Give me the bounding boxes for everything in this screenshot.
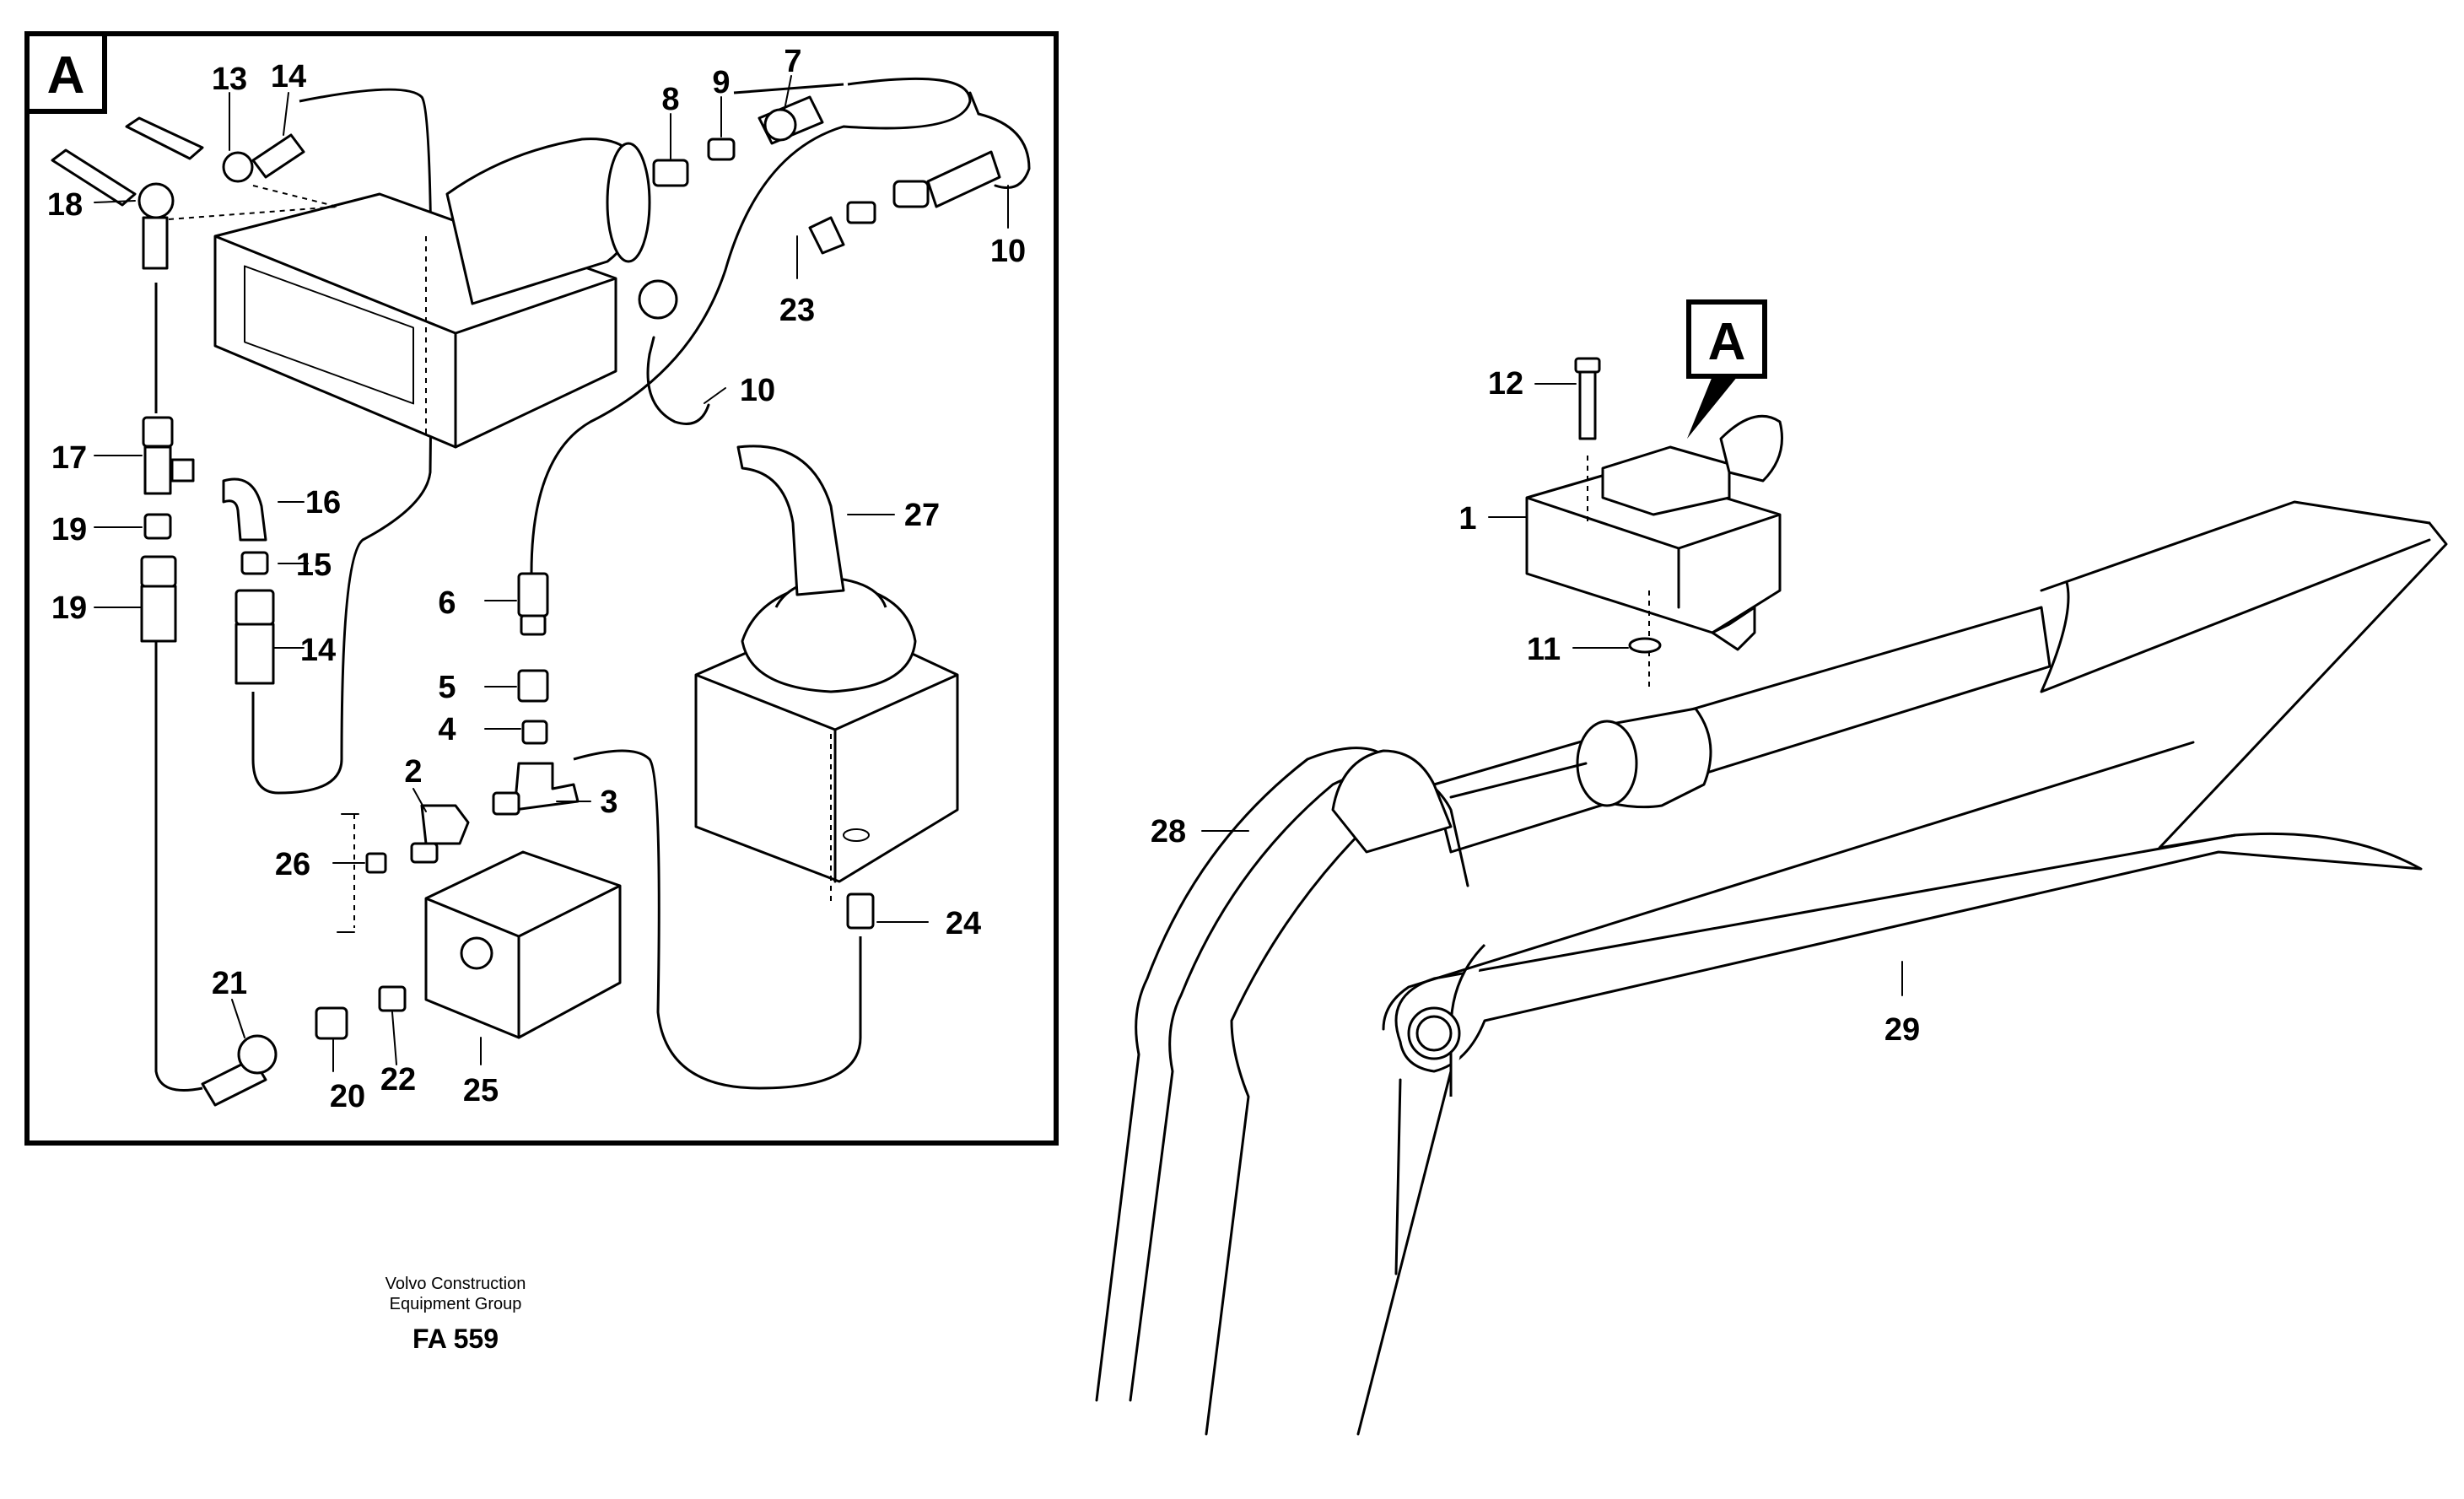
bolt-13 — [125, 116, 305, 183]
callout-10-bottom: 10 — [740, 373, 775, 408]
fittings-20-21-22 — [201, 985, 407, 1107]
callout-4: 4 — [438, 712, 456, 747]
tee-2 — [337, 804, 470, 933]
bolt-18 — [51, 148, 175, 270]
callout-26: 26 — [275, 847, 310, 882]
leader-lines — [94, 75, 1903, 1072]
tee-17 — [140, 416, 195, 643]
detail-badge-label: A — [47, 46, 85, 105]
callout-16: 16 — [305, 485, 341, 520]
callout-14-bottom: 14 — [300, 633, 336, 668]
callout-27: 27 — [904, 498, 940, 533]
callout-7: 7 — [784, 44, 801, 79]
callout-10-top: 10 — [990, 234, 1026, 269]
footer-company-line2: Equipment Group — [390, 1295, 522, 1313]
callout-23: 23 — [779, 293, 815, 328]
callout-29: 29 — [1884, 1012, 1920, 1048]
callout-19-bottom: 19 — [51, 590, 87, 626]
callout-21: 21 — [212, 966, 247, 1001]
main-badge-pointer — [1687, 376, 1738, 439]
callout-15: 15 — [296, 547, 332, 583]
detail-badge-box — [24, 31, 107, 114]
callout-24: 24 — [946, 906, 981, 941]
callout-1: 1 — [1458, 501, 1476, 537]
clamp-10-lower — [646, 336, 710, 425]
callout-12: 12 — [1488, 366, 1523, 402]
valve-assembly — [168, 137, 651, 449]
callout-3: 3 — [600, 785, 617, 820]
callout-11: 11 — [1527, 632, 1561, 667]
callout-18: 18 — [47, 187, 83, 223]
block-25 — [424, 850, 622, 1039]
callout-5: 5 — [438, 670, 456, 705]
callout-13: 13 — [212, 62, 247, 97]
boom-illustration: A — [1095, 299, 2448, 1436]
callout-17: 17 — [51, 440, 87, 476]
main-badge-box — [1686, 299, 1767, 379]
callout-22: 22 — [380, 1062, 416, 1097]
callout-20: 20 — [330, 1079, 365, 1114]
callout-labels: 13 14 18 8 9 7 10 23 10 17 19 19 16 15 1… — [47, 44, 1920, 1114]
footer-company-line1: Volvo Construction — [386, 1275, 526, 1293]
callout-25: 25 — [463, 1073, 499, 1108]
callout-19-top: 19 — [51, 512, 87, 547]
detail-panel-a: A — [24, 31, 1059, 1146]
main-badge-label: A — [1708, 313, 1746, 371]
callout-28: 28 — [1151, 814, 1186, 849]
fittings-top-row — [652, 95, 824, 187]
figure-code: FA 559 — [412, 1324, 499, 1354]
fittings-23-row — [638, 91, 1031, 320]
fittings-6-5-4 — [492, 572, 580, 816]
footer: Volvo Construction Equipment Group FA 55… — [386, 1275, 526, 1354]
callout-8: 8 — [661, 82, 679, 117]
joystick-27 — [694, 445, 959, 930]
callout-9: 9 — [712, 65, 730, 100]
callout-6: 6 — [438, 585, 456, 621]
callout-2: 2 — [404, 754, 422, 790]
callout-14-top: 14 — [271, 59, 306, 94]
boom-valve-1 — [1525, 357, 1783, 692]
elbow-16 — [222, 477, 275, 685]
